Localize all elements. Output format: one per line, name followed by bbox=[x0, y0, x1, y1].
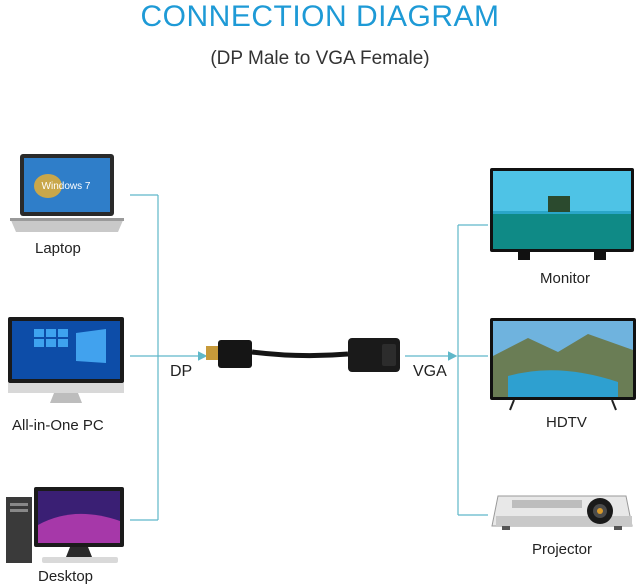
desktop-label: Desktop bbox=[38, 568, 94, 585]
hdtv-label: HDTV bbox=[546, 414, 587, 431]
dp-label: DP bbox=[170, 363, 193, 380]
all-in-one-pc-icon bbox=[8, 317, 124, 403]
all-in-one-pc-label: All-in-One PC bbox=[12, 417, 104, 434]
diagram-title: CONNECTION DIAGRAM bbox=[140, 0, 500, 33]
dp-to-vga-adapter-icon bbox=[206, 338, 400, 372]
desktop-icon bbox=[6, 487, 124, 563]
laptop-label: Laptop bbox=[35, 240, 81, 257]
projector-label: Projector bbox=[532, 541, 593, 558]
laptop-screen-text: Windows 7 bbox=[42, 181, 91, 192]
monitor-icon bbox=[490, 168, 634, 260]
vga-label: VGA bbox=[413, 363, 447, 380]
hdtv-icon bbox=[490, 318, 636, 411]
projector-icon bbox=[491, 495, 633, 530]
diagram-subtitle: (DP Male to VGA Female) bbox=[210, 48, 430, 69]
laptop-icon: Windows 7 bbox=[10, 154, 124, 232]
monitor-label: Monitor bbox=[540, 270, 591, 287]
